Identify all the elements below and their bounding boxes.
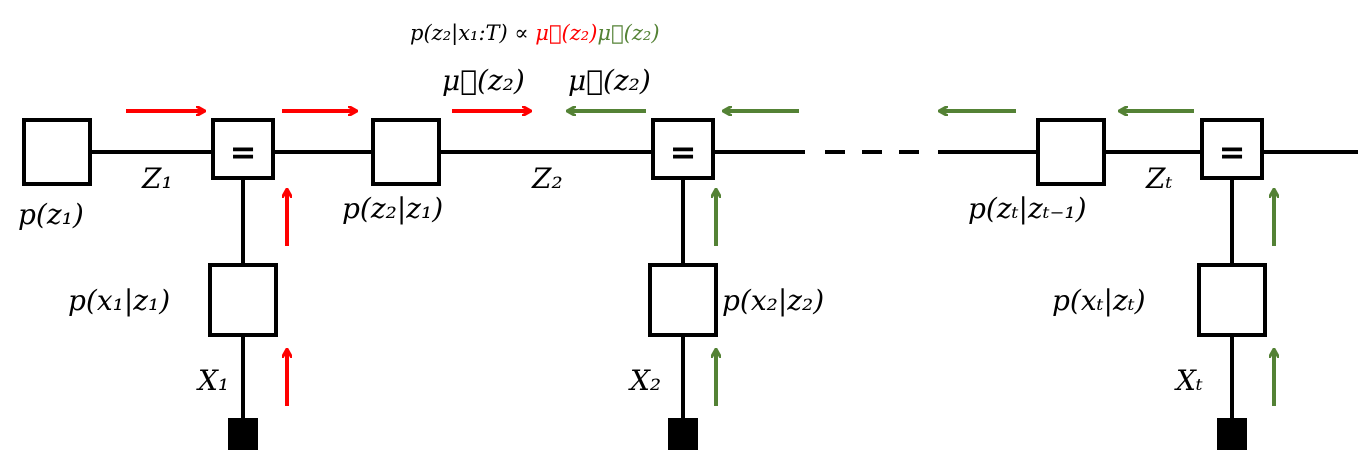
- variable-label-x2: X₂: [628, 364, 661, 397]
- transition-factor-box-2: [371, 118, 441, 186]
- posterior-formula-backward: μ⃖(z₂): [597, 21, 659, 45]
- equality-node-2: [651, 118, 715, 180]
- equality-node-1: [211, 118, 275, 180]
- emission-factor-box-2: [648, 263, 718, 337]
- posterior-formula: p(z₂|x₁:T) ∝ μ⃗(z₂)μ⃖(z₂): [410, 21, 660, 46]
- variable-label-zT: Zₜ: [1145, 162, 1172, 195]
- transition-factor-box-T: [1036, 118, 1106, 186]
- posterior-formula-forward: μ⃗(z₂): [535, 21, 597, 45]
- variable-label-x1: X₁: [196, 364, 229, 397]
- equality-node-T: [1200, 118, 1264, 180]
- variable-label-z2: Z₂: [531, 162, 563, 195]
- factor-label-emission-2: p(x₂|z₂): [722, 284, 824, 317]
- factor-label-prior: p(z₁): [18, 198, 84, 231]
- factor-label-transition-2: p(z₂|z₁): [342, 192, 443, 225]
- equality-symbol-T: =: [1219, 133, 1246, 171]
- observed-node-2: [668, 418, 698, 450]
- factor-label-emission-T: p(xₜ|zₜ): [1052, 284, 1146, 317]
- forward-message-label: μ⃗(z₂): [442, 64, 525, 97]
- factor-label-emission-1: p(x₁|z₁): [68, 284, 170, 317]
- variable-label-z1: Z₁: [141, 162, 173, 195]
- observed-node-1: [228, 418, 258, 450]
- observed-node-T: [1217, 418, 1247, 450]
- emission-factor-box-T: [1197, 263, 1267, 337]
- variable-label-xT: Xₜ: [1174, 364, 1203, 397]
- posterior-formula-lhs: p(z₂|x₁:T) ∝: [410, 21, 535, 46]
- emission-factor-box-1: [208, 263, 278, 337]
- prior-factor-box: [22, 118, 92, 186]
- equality-symbol-2: =: [670, 133, 697, 171]
- equality-symbol-1: =: [230, 133, 257, 171]
- backward-message-label: μ⃖(z₂): [568, 64, 651, 97]
- factor-label-transition-T: p(zₜ|zₜ₋₁): [968, 192, 1087, 225]
